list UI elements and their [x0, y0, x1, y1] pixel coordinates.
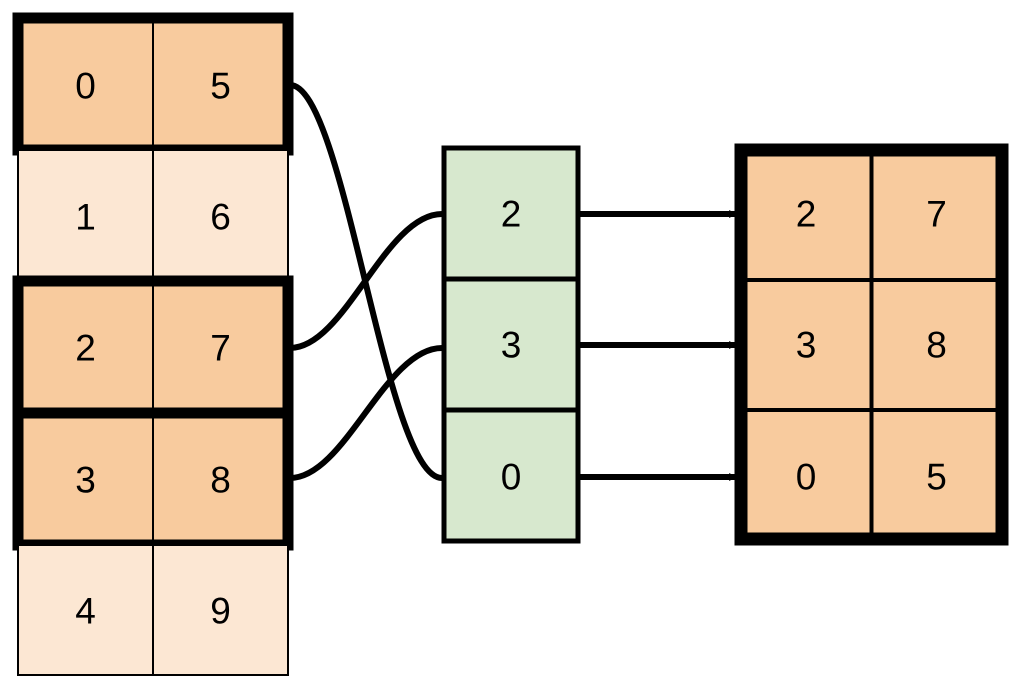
index-cell-0-label: 2 [501, 194, 522, 235]
source-cell-r2c1[interactable] [152, 280, 289, 414]
curve-group [287, 82, 445, 481]
result-cell-r0c1[interactable] [869, 148, 1004, 282]
source-cell-r0c0[interactable] [17, 17, 154, 151]
result-cell-r0c0-label: 2 [796, 194, 817, 235]
source-cell-r0c0-label: 0 [75, 66, 96, 107]
source-cell-r2c1-label: 7 [210, 328, 231, 369]
result-row-1[interactable]: 3 8 [739, 278, 1004, 412]
result-cell-r2c1-label: 5 [926, 457, 947, 498]
result-cell-r1c1-label: 8 [926, 325, 947, 366]
source-row-1[interactable]: 1 6 [17, 149, 289, 282]
source-cell-r1c0[interactable] [17, 149, 154, 282]
source-cell-r3c1[interactable] [152, 412, 289, 546]
result-cell-r1c0-label: 3 [796, 325, 817, 366]
source-cell-r4c1-label: 9 [210, 591, 231, 632]
source-cell-r2c0-label: 2 [75, 328, 96, 369]
index-column: 2 3 0 [441, 145, 581, 544]
source-row-0[interactable]: 0 5 [12, 12, 294, 156]
source-cell-r3c1-label: 8 [210, 460, 231, 501]
source-row-2[interactable]: 2 7 [17, 280, 289, 414]
curve-source-row-2-to-index-0 [287, 211, 445, 351]
source-cell-r4c1[interactable] [152, 544, 289, 676]
result-row-2[interactable]: 0 5 [739, 408, 1004, 541]
result-cell-r2c1[interactable] [869, 408, 1004, 541]
result-row-0[interactable]: 2 7 [739, 148, 1004, 282]
result-table: 2 7 3 8 0 5 [734, 143, 1009, 546]
result-cell-r2c0[interactable] [739, 408, 874, 541]
result-cell-r1c1[interactable] [869, 278, 1004, 412]
index-cell-2-label: 0 [501, 457, 522, 498]
source-row-4[interactable]: 4 9 [17, 544, 289, 676]
source-row-3[interactable]: 3 8 [17, 412, 289, 546]
index-cell-1-label: 3 [501, 325, 522, 366]
source-cell-r0c1-label: 5 [210, 66, 231, 107]
source-cell-r4c0[interactable] [17, 544, 154, 676]
result-cell-r0c1-label: 7 [926, 194, 947, 235]
curve-source-row-3-to-index-1 [287, 345, 445, 481]
source-cell-r3c0-label: 3 [75, 460, 96, 501]
arrow-group [578, 210, 739, 481]
source-cell-r4c0-label: 4 [75, 591, 96, 632]
source-cell-r1c1-label: 6 [210, 197, 231, 238]
result-cell-r1c0[interactable] [739, 278, 874, 412]
result-cell-r2c0-label: 0 [796, 457, 817, 498]
result-table-outer-border [734, 143, 1009, 546]
source-table: 0 5 1 6 2 7 3 8 [12, 12, 294, 676]
source-cell-r1c0-label: 1 [75, 197, 96, 238]
